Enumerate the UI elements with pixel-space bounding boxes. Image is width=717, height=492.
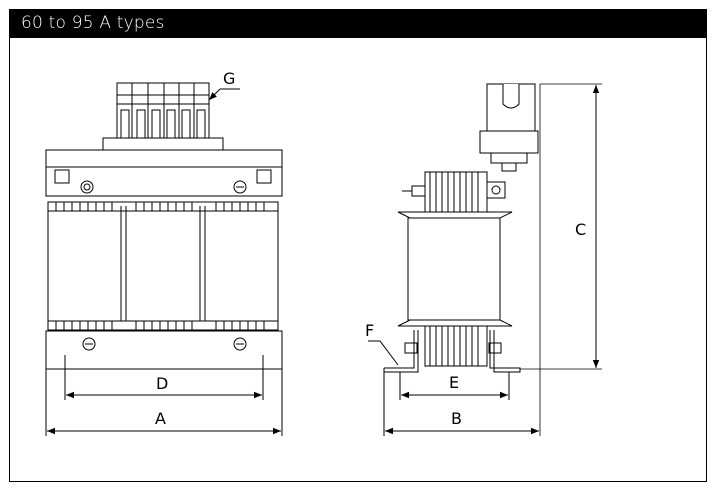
terminal-block [102,82,224,157]
upper-lamination-row [47,201,279,212]
label-e: E [449,373,459,392]
label-f: F [365,321,374,340]
coil-left [47,210,122,322]
coil-right [204,210,279,322]
label-c: C [575,220,586,239]
figure-title: 60 to 95 A types [10,10,706,38]
foot-left [383,330,419,373]
side-core [407,217,501,321]
lower-winding [424,325,488,367]
label-g: G [223,69,235,88]
lower-lamination-row [47,320,279,331]
foot-right [489,330,521,373]
side-view [383,83,602,436]
coil-middle [125,210,201,322]
label-a: A [155,409,166,428]
label-d: D [156,374,168,393]
front-view [45,82,283,436]
base-frame [45,330,283,370]
label-b: B [451,409,462,428]
